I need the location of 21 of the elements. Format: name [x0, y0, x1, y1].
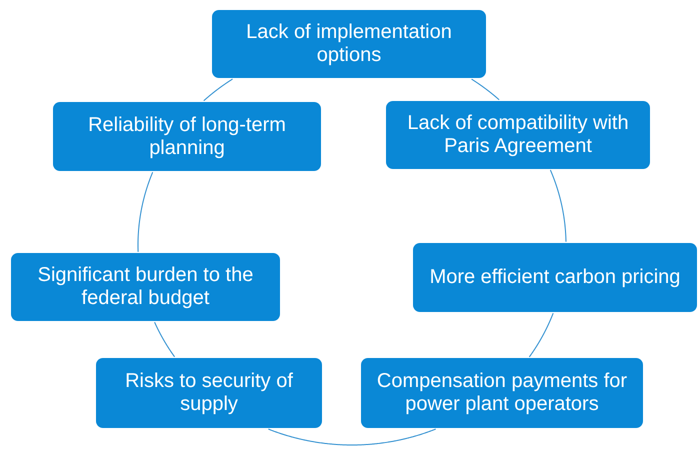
box-text: Lack of implementation options — [245, 21, 453, 67]
process-box — [96, 358, 322, 428]
box-text: Lack of compatibility with Paris Agreement — [406, 112, 630, 158]
process-box — [212, 10, 486, 78]
box-text: Compensation payments for power plant operators — [376, 370, 628, 416]
process-box — [413, 243, 697, 312]
box-text: Significant burden to the federal budget — [36, 264, 254, 310]
box-text: Risks to security of supply — [124, 370, 294, 416]
process-box — [361, 358, 643, 428]
connector-arc — [268, 428, 436, 446]
connector-arc — [550, 170, 566, 242]
connector-arc — [471, 78, 500, 100]
connector-arc — [138, 172, 154, 252]
connector-arc — [154, 322, 176, 358]
connector-arc — [528, 312, 554, 358]
process-box — [386, 101, 650, 169]
box-text: Reliability of long-term planning — [87, 114, 287, 160]
box-text: More efficient carbon pricing — [430, 266, 680, 289]
connector-arc — [203, 78, 234, 102]
process-box — [11, 253, 280, 321]
process-box — [53, 102, 321, 171]
